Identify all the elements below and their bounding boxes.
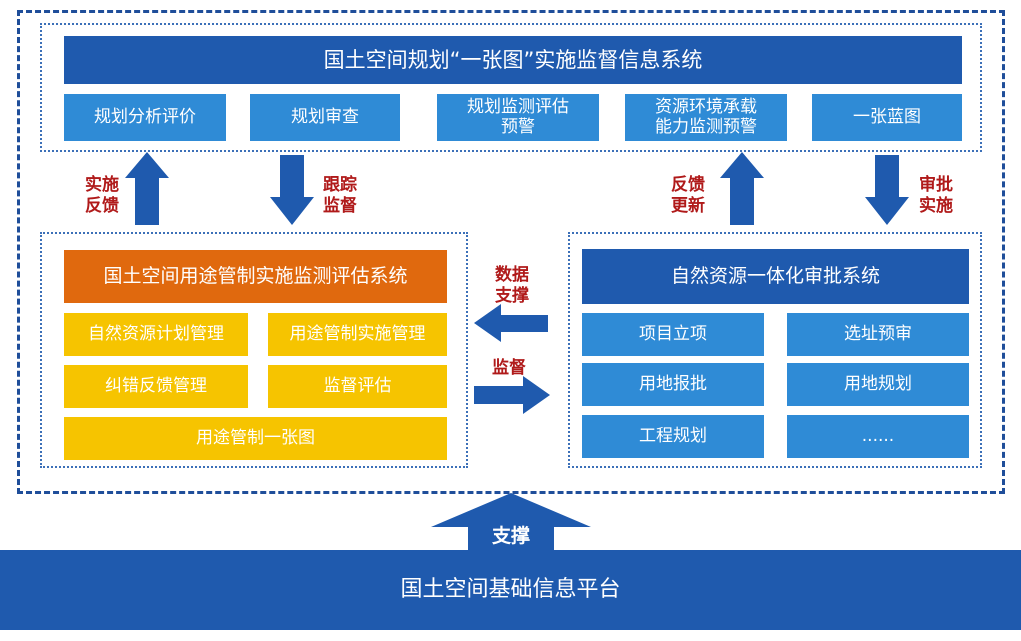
module-carrying-capacity: 资源环境承载 能力监测预警 bbox=[625, 94, 787, 141]
label-approve-implement: 审批 实施 bbox=[919, 175, 953, 216]
arrow-left-middle bbox=[474, 304, 548, 342]
module-monitoring-warning: 规划监测评估 预警 bbox=[437, 94, 599, 141]
left-system-frame bbox=[40, 232, 468, 468]
arrow-right-middle bbox=[474, 376, 550, 414]
right-system-title: 自然资源一体化审批系统 bbox=[582, 249, 969, 304]
arrow-down-left bbox=[270, 155, 314, 225]
module-resource-plan: 自然资源计划管理 bbox=[64, 313, 248, 356]
top-system-frame bbox=[40, 23, 982, 152]
base-platform: 国土空间基础信息平台 bbox=[0, 550, 1021, 630]
outer-dashed-frame bbox=[17, 10, 1005, 494]
label-track-supervise: 跟踪 监督 bbox=[323, 175, 357, 216]
label-implement-feedback: 实施 反馈 bbox=[85, 175, 119, 216]
left-system-title: 国土空间用途管制实施监测评估系统 bbox=[64, 250, 447, 303]
arrow-up-left bbox=[125, 152, 169, 225]
module-more: ...... bbox=[787, 415, 969, 458]
module-planning-review: 规划审查 bbox=[250, 94, 400, 141]
top-system-title: 国土空间规划“一张图”实施监督信息系统 bbox=[64, 36, 962, 84]
right-system-frame bbox=[568, 232, 982, 468]
module-blueprint: 一张蓝图 bbox=[812, 94, 962, 141]
module-planning-analysis: 规划分析评价 bbox=[64, 94, 226, 141]
module-engineering-planning: 工程规划 bbox=[582, 415, 764, 458]
arrow-down-right bbox=[865, 155, 909, 225]
module-use-control-map: 用途管制一张图 bbox=[64, 417, 447, 460]
support-label: 支撑 bbox=[491, 525, 530, 547]
arrow-up-right bbox=[720, 152, 764, 225]
module-site-preexam: 选址预审 bbox=[787, 313, 969, 356]
module-use-control: 用途管制实施管理 bbox=[268, 313, 447, 356]
arrow-up-support bbox=[431, 493, 591, 550]
module-error-feedback: 纠错反馈管理 bbox=[64, 365, 248, 408]
module-project-setup: 项目立项 bbox=[582, 313, 764, 356]
module-land-planning: 用地规划 bbox=[787, 363, 969, 406]
label-feedback-update: 反馈 更新 bbox=[671, 175, 705, 216]
module-supervision-eval: 监督评估 bbox=[268, 365, 447, 408]
label-supervise: 监督 bbox=[492, 358, 526, 378]
module-land-approval: 用地报批 bbox=[582, 363, 764, 406]
label-data-support: 数据 支撑 bbox=[495, 265, 529, 306]
